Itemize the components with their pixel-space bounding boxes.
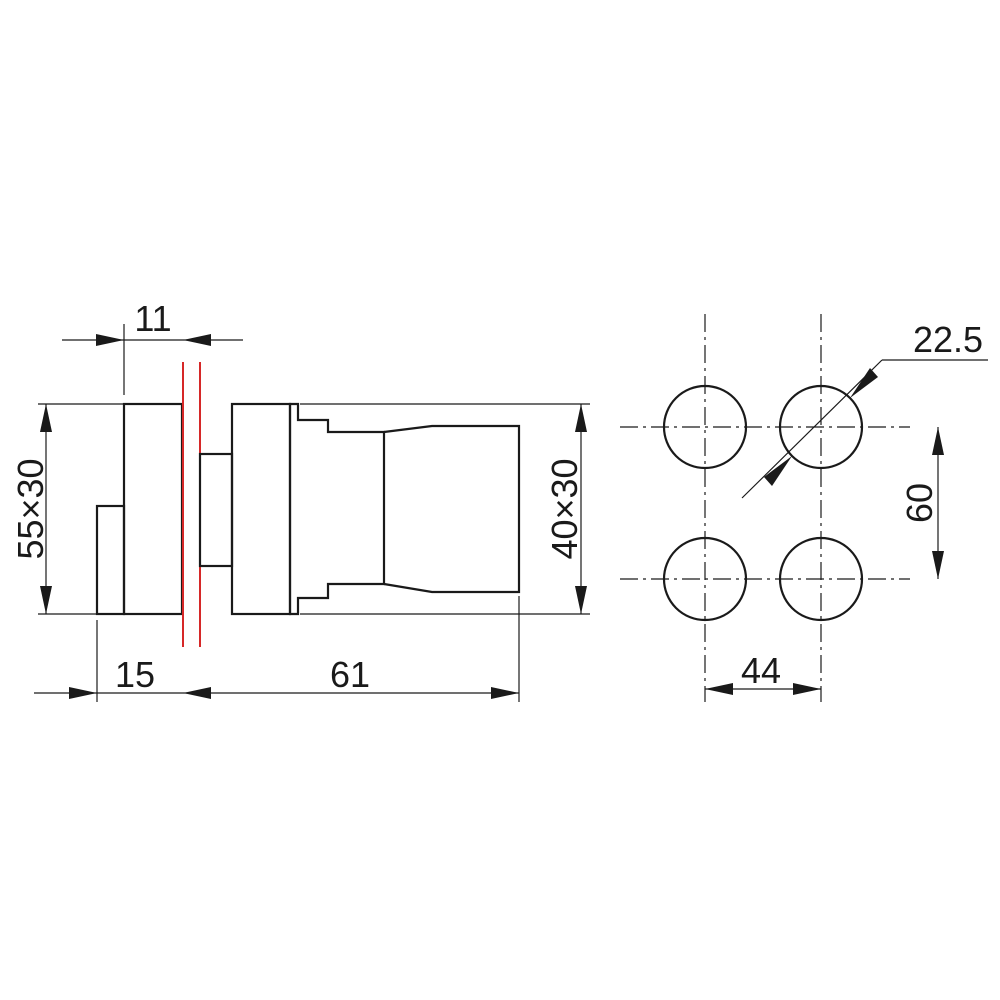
mounting-hole-bottom-right [778, 536, 864, 622]
dim-44-label: 44 [741, 650, 781, 691]
mounting-hole-top-right [778, 384, 864, 470]
front-bezel [383, 424, 521, 594]
dim-44-arrow-left [705, 683, 733, 695]
mounting-hole-bottom-left [662, 536, 748, 622]
dim-55-arrow-bottom [40, 586, 52, 614]
side-view-dimensions: 11 55×30 40×30 15 61 [10, 298, 590, 702]
rear-contact-block [122, 402, 184, 616]
dim-15-label: 15 [115, 654, 155, 695]
dim-61-label: 61 [330, 654, 370, 695]
dim-40-arrow-bottom [575, 586, 587, 614]
dim-diameter-leader [741, 359, 883, 499]
mounting-hole-top-left [662, 384, 748, 470]
dim-61-arrow-left [183, 687, 211, 699]
dim-diameter-arrow-bottom [764, 456, 792, 486]
front-flange [230, 402, 292, 616]
dim-15-arrow-left [69, 687, 97, 699]
dim-11-label: 11 [134, 298, 171, 339]
dim-60-label: 60 [899, 483, 940, 523]
cutout-view [620, 314, 910, 702]
dim-61-arrow-right [491, 687, 519, 699]
dim-11-arrow-right [183, 334, 211, 346]
dim-55-arrow-top [40, 404, 52, 432]
dim-11-arrow-left [96, 334, 124, 346]
connecting-stem [198, 452, 234, 568]
dim-diameter-arrow-top [850, 368, 878, 398]
dim-60-arrow-bottom [932, 551, 944, 579]
rear-terminal-tab [95, 504, 126, 616]
front-collar [288, 402, 386, 616]
dim-44-arrow-right [793, 683, 821, 695]
dim-60-arrow-top [932, 427, 944, 455]
cutout-dimensions: 22.5 60 44 [705, 319, 988, 695]
dim-40-label: 40×30 [544, 458, 585, 559]
dim-55-label: 55×30 [10, 458, 51, 559]
dim-diameter-label: 22.5 [913, 319, 983, 360]
side-view [95, 362, 521, 647]
dim-40-arrow-top [575, 404, 587, 432]
